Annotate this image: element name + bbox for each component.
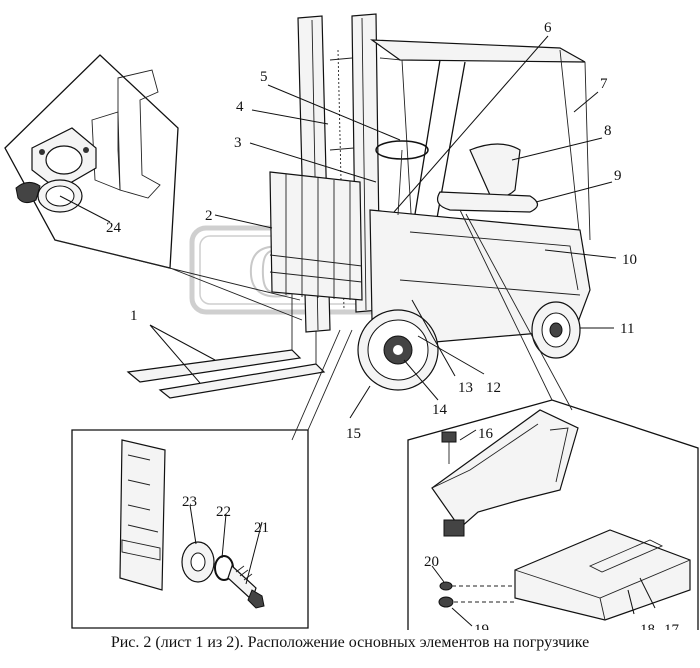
callout-16: 16 xyxy=(478,426,494,442)
callout-4: 4 xyxy=(236,99,244,115)
callout-8: 8 xyxy=(604,123,612,139)
callout-6: 6 xyxy=(544,20,552,36)
callout-13: 13 xyxy=(458,380,473,396)
leader-lines xyxy=(54,35,656,627)
callout-3: 3 xyxy=(234,135,242,151)
inset-bushing xyxy=(4,54,179,269)
callout-12: 12 xyxy=(486,380,501,396)
inset-roller xyxy=(71,429,309,629)
inset-battery-mount xyxy=(407,399,699,637)
forklift-main xyxy=(126,13,591,399)
callout-10: 10 xyxy=(622,252,637,268)
callout-14: 14 xyxy=(432,402,448,418)
callout-21: 21 xyxy=(254,520,269,536)
callout-24: 24 xyxy=(106,220,122,236)
callout-19: 19 xyxy=(474,622,489,630)
callout-1: 1 xyxy=(130,308,138,324)
figure-caption: Рис. 2 (лист 1 из 2). Расположение основ… xyxy=(110,634,590,651)
callout-23: 23 xyxy=(182,494,197,510)
callout-7: 7 xyxy=(600,76,608,92)
callout-11: 11 xyxy=(620,321,634,337)
callout-5: 5 xyxy=(260,69,268,85)
callout-15: 15 xyxy=(346,426,361,442)
callout-17: 17 xyxy=(664,622,680,630)
callout-20: 20 xyxy=(424,554,439,570)
diagram-canvas: ОРЕХ xyxy=(4,13,699,638)
callout-2: 2 xyxy=(205,208,213,224)
callout-22: 22 xyxy=(216,504,231,520)
callout-18: 18 xyxy=(640,622,655,630)
callout-9: 9 xyxy=(614,168,622,184)
